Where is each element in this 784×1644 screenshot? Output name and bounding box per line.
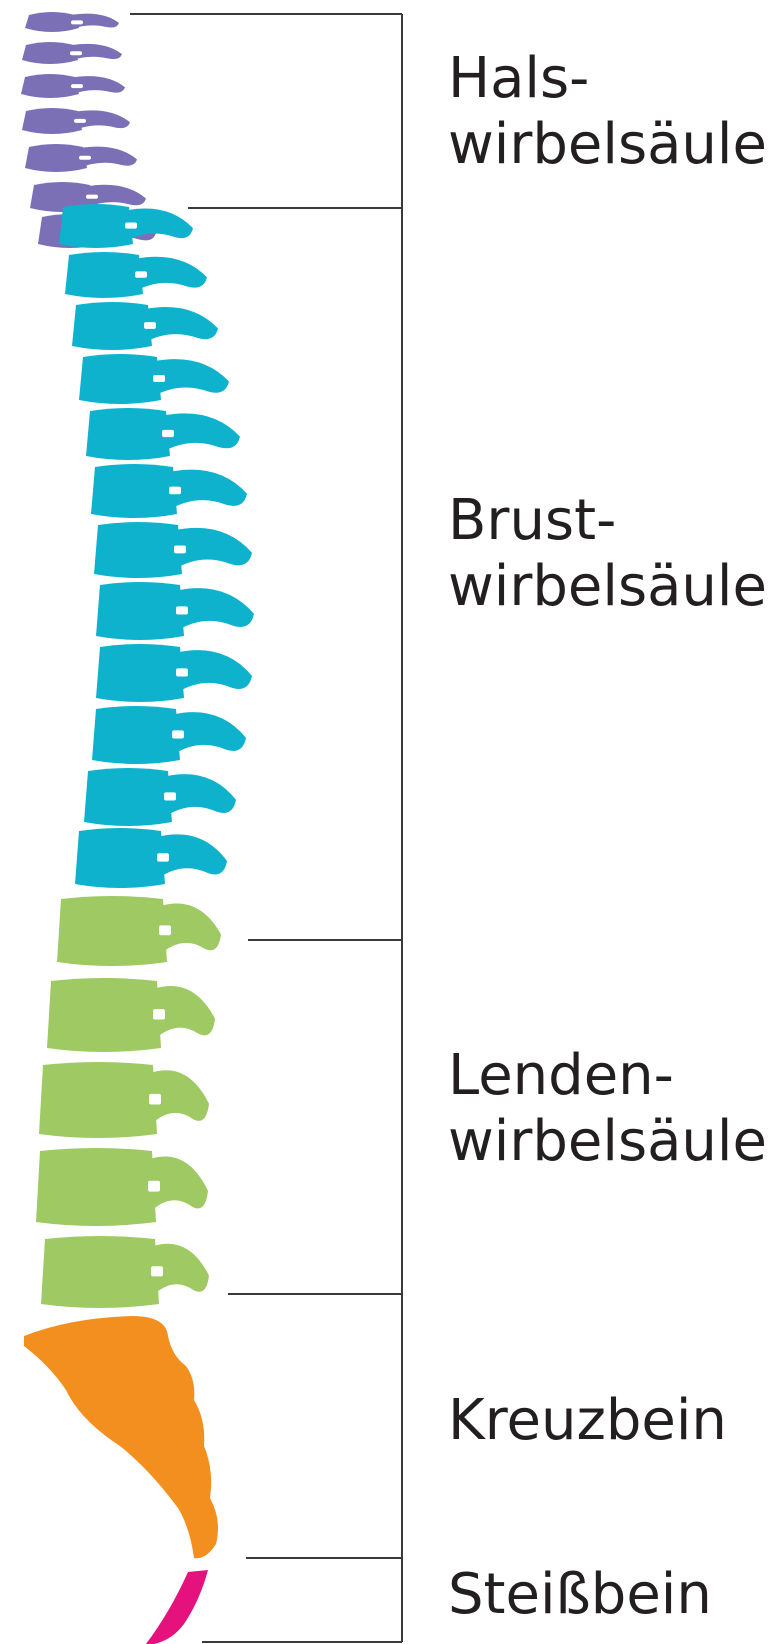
vertebra-thoracic-10	[72, 302, 218, 350]
vertebra-lumbar-22	[39, 1062, 209, 1138]
vertebra-cervical-4	[22, 108, 130, 134]
label-sacrum: Kreuzbein	[448, 1388, 727, 1454]
vertebra-thoracic-15	[96, 582, 254, 640]
label-coccyx: Steißbein	[448, 1562, 712, 1628]
vertebra-body	[84, 768, 172, 826]
facet-gap	[70, 51, 82, 55]
facet-gap	[153, 375, 165, 382]
vertebra-body	[39, 1062, 157, 1138]
vertebra-body	[65, 252, 143, 298]
vertebra-body	[72, 302, 152, 350]
facet-gap	[86, 195, 98, 199]
vertebra-body	[59, 204, 133, 248]
vertebra-thoracic-13	[91, 464, 247, 518]
vertebra-body	[25, 144, 87, 172]
label-cervical-line2: wirbelsäule	[448, 112, 767, 178]
vertebra-lumbar-20	[57, 896, 221, 966]
vertebra-body	[36, 1148, 156, 1226]
label-thoracic: Brust- wirbelsäule	[448, 488, 767, 620]
label-lumbar: Lenden- wirbelsäule	[448, 1043, 767, 1175]
vertebra-cervical-2	[22, 42, 122, 64]
facet-gap	[71, 20, 83, 24]
vertebra-body	[79, 354, 161, 404]
vertebra-body	[92, 706, 180, 764]
vertebra-thoracic-14	[94, 522, 252, 578]
vertebra-cervical-5	[25, 144, 137, 172]
vertebra-thoracic-18	[84, 768, 236, 826]
sacrum-bone	[24, 1316, 218, 1558]
vertebra-body	[75, 828, 165, 888]
label-lumbar-line1: Lenden-	[448, 1043, 767, 1109]
vertebra-body	[21, 74, 79, 98]
vertebra-thoracic-19	[75, 828, 227, 888]
label-cervical: Hals- wirbelsäule	[448, 46, 767, 178]
coccyx-bone	[146, 1570, 208, 1644]
facet-gap	[172, 730, 184, 738]
spine-bones	[21, 12, 254, 1644]
facet-gap	[144, 322, 156, 329]
facet-gap	[159, 925, 171, 935]
facet-gap	[74, 119, 86, 123]
facet-gap	[174, 546, 186, 554]
facet-gap	[176, 606, 188, 614]
vertebra-body	[47, 978, 161, 1052]
facet-gap	[151, 1266, 163, 1276]
facet-gap	[153, 1009, 165, 1019]
facet-gap	[169, 487, 181, 495]
vertebra-body	[96, 582, 184, 640]
vertebra-cervical-1	[25, 12, 119, 32]
vertebra-body	[22, 108, 82, 134]
vertebra-lumbar-24	[41, 1236, 209, 1308]
facet-gap	[148, 1181, 160, 1192]
vertebra-body	[25, 12, 79, 32]
vertebra-body	[91, 464, 177, 518]
vertebra-body	[57, 896, 167, 966]
label-cervical-line1: Hals-	[448, 46, 767, 112]
facet-gap	[135, 271, 147, 277]
label-sacrum-line1: Kreuzbein	[448, 1388, 727, 1454]
vertebra-body	[94, 522, 182, 578]
label-thoracic-line2: wirbelsäule	[448, 554, 767, 620]
facet-gap	[162, 430, 174, 437]
facet-gap	[71, 84, 83, 88]
label-thoracic-line1: Brust-	[448, 488, 767, 554]
facet-gap	[164, 792, 176, 800]
vertebra-thoracic-17	[92, 706, 246, 764]
vertebra-body	[96, 644, 184, 702]
vertebra-body	[41, 1236, 159, 1308]
facet-gap	[176, 668, 188, 676]
vertebra-thoracic-12	[86, 408, 240, 460]
label-lumbar-line2: wirbelsäule	[448, 1109, 767, 1175]
vertebra-lumbar-23	[36, 1148, 208, 1226]
vertebra-body	[86, 408, 170, 460]
facet-gap	[125, 222, 137, 228]
vertebra-thoracic-11	[79, 354, 229, 404]
vertebra-thoracic-16	[96, 644, 252, 702]
facet-gap	[157, 853, 169, 861]
vertebra-body	[22, 42, 78, 64]
vertebra-thoracic-9	[65, 252, 207, 298]
label-coccyx-line1: Steißbein	[448, 1562, 712, 1628]
vertebra-cervical-3	[21, 74, 125, 98]
facet-gap	[149, 1094, 161, 1105]
vertebra-lumbar-21	[47, 978, 215, 1052]
facet-gap	[79, 156, 91, 160]
vertebra-thoracic-8	[59, 204, 193, 248]
